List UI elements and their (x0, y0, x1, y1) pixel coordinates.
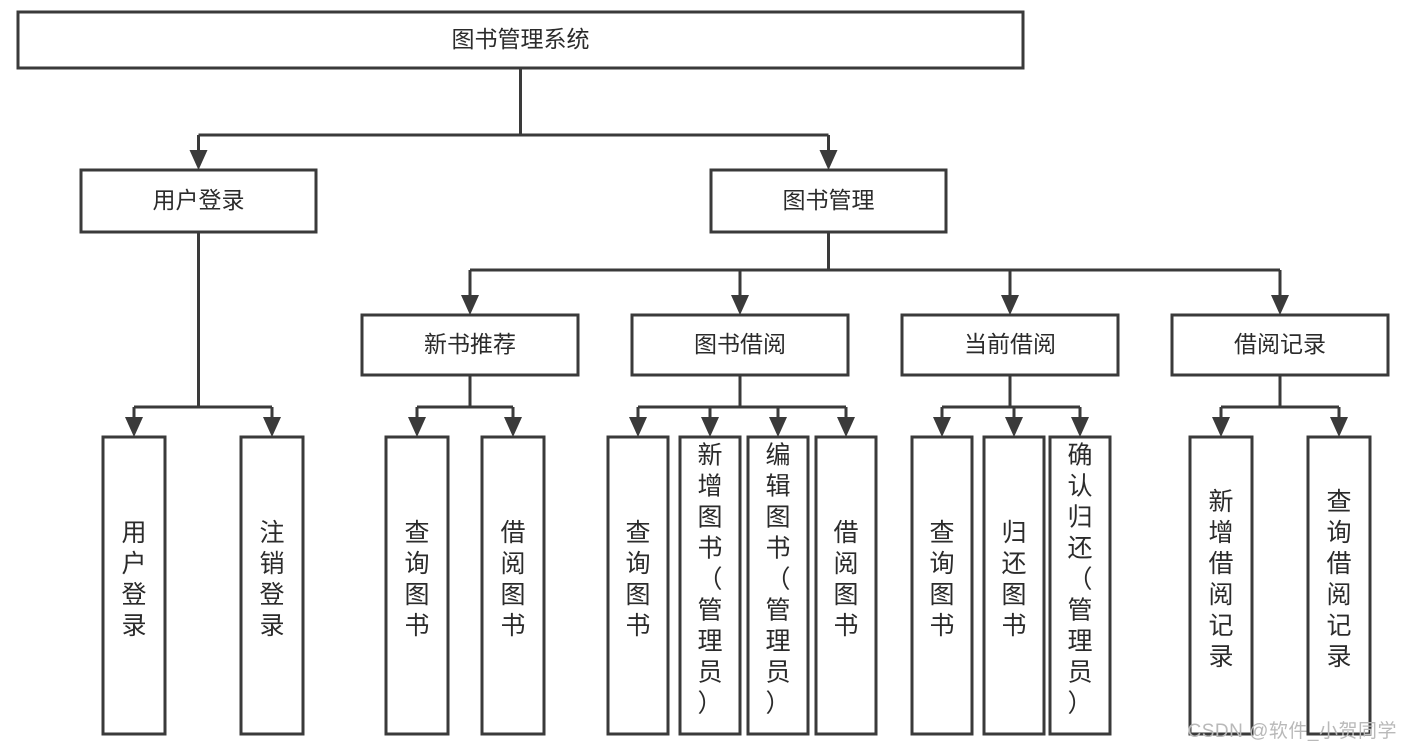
arrow-head-icon (408, 417, 426, 437)
connector-user-login-to-leaves (125, 232, 281, 437)
leaf-label: 查询借阅记录 (1326, 488, 1351, 671)
leaf-box-leaf-user-login[interactable]: 用户登录 (101, 435, 167, 736)
leaf-label: 查询图书 (929, 519, 954, 640)
arrow-head-icon (1212, 417, 1230, 437)
node-book-borrow-label: 图书借阅 (694, 331, 786, 357)
leaf-label: 新增借阅记录 (1208, 488, 1233, 671)
connector-borrow-record-to-leaves (1212, 375, 1348, 437)
node-book-manage[interactable]: 图书管理 (709, 168, 948, 234)
node-user-login-label: 用户登录 (153, 187, 245, 213)
leaf-label: 确认归还（管理员） (1067, 442, 1092, 718)
leaf-label: 新增图书（管理员） (697, 442, 722, 718)
node-borrow-record[interactable]: 借阅记录 (1170, 313, 1390, 377)
arrow-head-icon (125, 417, 143, 437)
connector-book-borrow-to-leaves (629, 375, 855, 437)
arrow-head-icon (189, 150, 208, 170)
node-root[interactable]: 图书管理系统 (16, 10, 1025, 70)
leaf-box-leaf-add-borrow-record[interactable]: 新增借阅记录 (1188, 435, 1254, 736)
connector-current-borrow-to-leaves (933, 375, 1089, 437)
node-current-borrow[interactable]: 当前借阅 (900, 313, 1120, 377)
watermark-text: CSDN @软件_小贺同学 (1187, 721, 1397, 742)
arrow-head-icon (1005, 417, 1023, 437)
arrow-head-icon (504, 417, 522, 437)
leaf-label: 用户登录 (121, 519, 146, 640)
arrow-head-icon (1071, 417, 1089, 437)
node-current-borrow-label: 当前借阅 (964, 331, 1056, 357)
leaf-box-leaf-return-book[interactable]: 归还图书 (982, 435, 1046, 736)
arrow-head-icon (1330, 417, 1348, 437)
node-root-label: 图书管理系统 (452, 26, 590, 52)
node-book-manage-label: 图书管理 (783, 187, 875, 213)
leaf-label: 注销登录 (259, 519, 284, 640)
node-boxes: 图书管理系统用户登录图书管理新书推荐图书借阅当前借阅借阅记录用户登录注销登录查询… (16, 10, 1390, 736)
node-book-borrow[interactable]: 图书借阅 (630, 313, 850, 377)
arrow-head-icon (837, 417, 855, 437)
connector-lines (125, 68, 1348, 437)
arrow-head-icon (263, 417, 281, 437)
leaf-box-leaf-add-book-admin[interactable]: 新增图书（管理员） (678, 435, 742, 736)
leaf-box-leaf-query-book-cur[interactable]: 查询图书 (910, 435, 974, 736)
arrow-head-icon (769, 417, 787, 437)
leaf-box-leaf-query-book-rec[interactable]: 查询图书 (384, 435, 450, 736)
node-borrow-record-label: 借阅记录 (1234, 331, 1326, 357)
arrow-head-icon (1001, 295, 1019, 315)
arrow-head-icon (933, 417, 951, 437)
leaf-label: 编辑图书（管理员） (765, 442, 790, 718)
leaf-box-leaf-edit-book-admin[interactable]: 编辑图书（管理员） (746, 435, 810, 736)
leaf-label: 查询图书 (625, 519, 650, 640)
arrow-head-icon (461, 295, 479, 315)
node-user-login[interactable]: 用户登录 (79, 168, 318, 234)
leaf-label: 借阅图书 (500, 519, 525, 640)
connector-root-to-level2 (189, 68, 838, 170)
leaf-box-leaf-borrow-book-rec[interactable]: 借阅图书 (480, 435, 546, 736)
arrow-head-icon (731, 295, 749, 315)
node-new-book-recommend[interactable]: 新书推荐 (360, 313, 580, 377)
node-new-book-recommend-label: 新书推荐 (424, 331, 516, 357)
leaf-box-leaf-user-logout[interactable]: 注销登录 (239, 435, 305, 736)
leaf-label: 借阅图书 (833, 519, 858, 640)
arrow-head-icon (629, 417, 647, 437)
leaf-box-leaf-borrow-book[interactable]: 借阅图书 (814, 435, 878, 736)
leaf-label: 归还图书 (1001, 519, 1026, 640)
connector-new-book-recommend-to-leaves (408, 375, 522, 437)
leaf-label: 查询图书 (404, 519, 429, 640)
arrow-head-icon (1271, 295, 1289, 315)
leaf-box-leaf-confirm-return-admin[interactable]: 确认归还（管理员） (1048, 435, 1112, 736)
connector-bookmanage-to-level3 (461, 232, 1289, 315)
arrow-head-icon (701, 417, 719, 437)
arrow-head-icon (819, 150, 838, 170)
leaf-box-leaf-query-borrow-record[interactable]: 查询借阅记录 (1306, 435, 1372, 736)
leaf-box-leaf-query-book-borrow[interactable]: 查询图书 (606, 435, 670, 736)
